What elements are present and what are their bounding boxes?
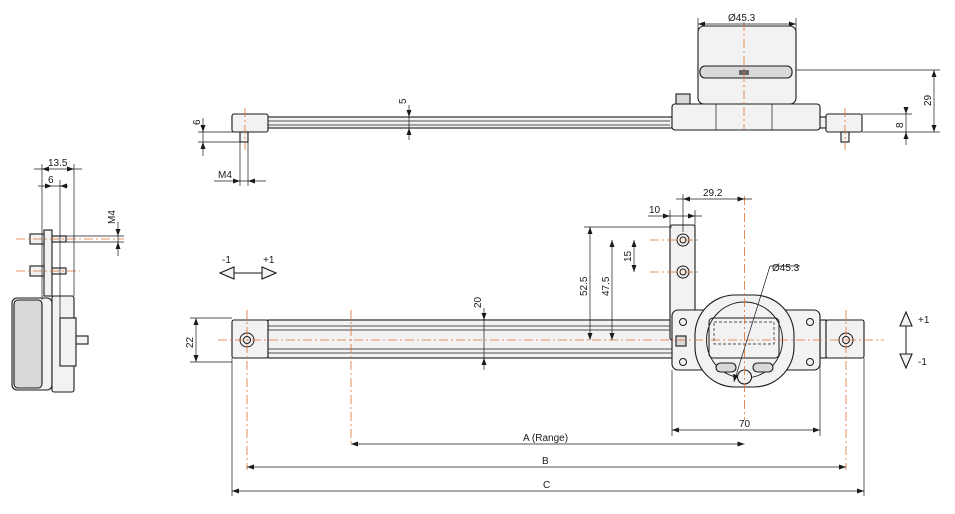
side-dim-13-5: 13.5 (48, 158, 68, 169)
dir-down-label: -1 (918, 357, 927, 368)
top-slider-housing (671, 103, 821, 131)
side-bracket-plate (43, 229, 53, 297)
front-button-left (715, 362, 737, 373)
horizontal-direction-arrow: -1 +1 (218, 255, 278, 280)
front-dim-a: A (Range) (523, 433, 568, 444)
top-dim-8: 8 (895, 122, 906, 128)
front-right-end-block (825, 319, 865, 359)
top-dim-6: 6 (192, 119, 203, 125)
front-dim-b: B (542, 456, 549, 467)
top-dim-m4: M4 (218, 170, 232, 181)
front-clamp-screw (675, 335, 687, 347)
front-button-right (752, 362, 774, 373)
top-left-pin (239, 131, 249, 143)
side-knob (75, 335, 89, 345)
dir-up-label: +1 (918, 315, 930, 326)
top-view: Ø45.3 29 8 5 6 M4 (192, 13, 940, 186)
front-view: 29.2 10 52.5 47.5 15 Ø45.3 20 (185, 188, 930, 496)
top-right-end-block (825, 113, 863, 133)
front-dim-29-2: 29.2 (703, 188, 723, 199)
top-dim-5: 5 (398, 98, 409, 104)
front-dim-47-5: 47.5 (601, 276, 612, 296)
front-dim-70: 70 (739, 419, 751, 430)
top-left-end-block (231, 113, 269, 133)
dir-right-label: +1 (263, 255, 275, 266)
front-dim-10: 10 (649, 205, 661, 216)
side-view: 13.5 6 M4 (11, 158, 124, 393)
front-dim-22: 22 (185, 336, 196, 348)
front-dim-diameter: Ø45.3 (772, 263, 800, 274)
top-dim-diameter: Ø45.3 (728, 13, 756, 24)
dir-left-label: -1 (222, 255, 231, 266)
top-display-head (697, 25, 797, 105)
front-dim-52-5: 52.5 (579, 276, 590, 296)
top-clamp-screw (675, 93, 691, 105)
front-lcd-screen (708, 317, 780, 359)
front-dim-c: C (543, 480, 550, 491)
side-dim-m4: M4 (107, 210, 118, 224)
front-dim-20: 20 (473, 296, 484, 308)
vertical-direction-arrow: +1 -1 (899, 310, 930, 370)
top-dim-29: 29 (923, 94, 934, 106)
front-dim-15: 15 (623, 250, 634, 262)
side-dim-6: 6 (48, 175, 54, 186)
